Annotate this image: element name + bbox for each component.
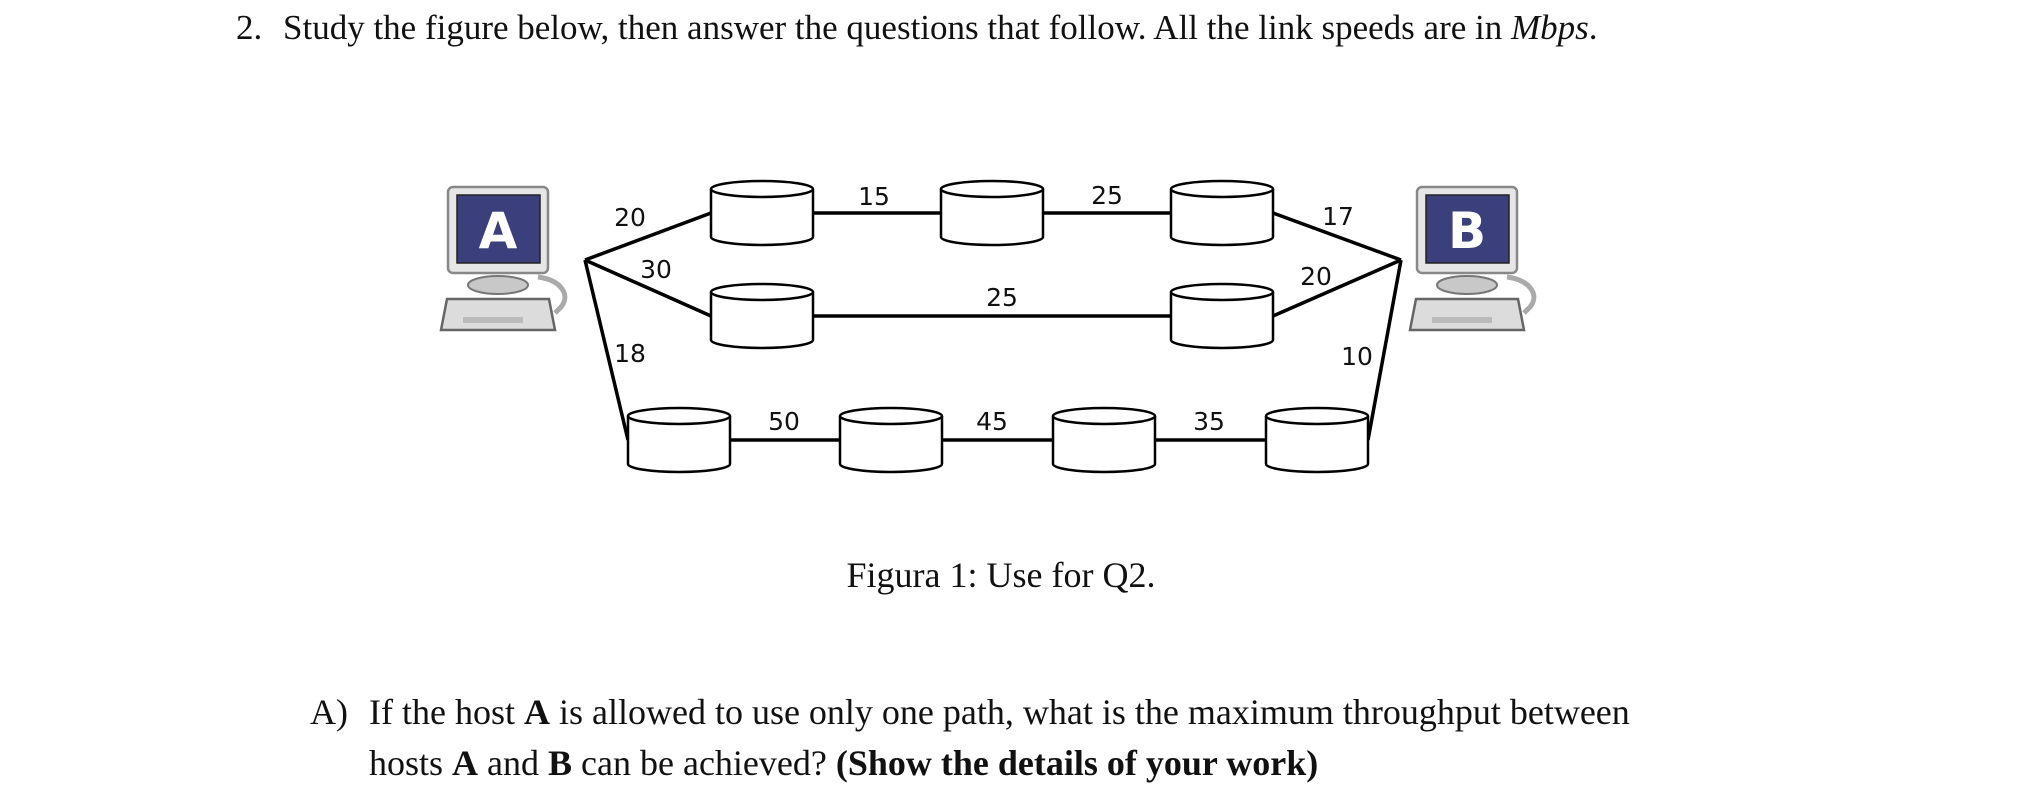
label-a-top: 20	[614, 203, 646, 232]
text: If the host	[369, 692, 524, 732]
text: can be achieved?	[572, 743, 836, 783]
part-a-label: A)	[310, 692, 348, 732]
router-icon	[1051, 406, 1157, 474]
part-a-line-2: hosts A and B can be achieved? (Show the…	[369, 742, 1318, 784]
label-bot-1-2: 50	[768, 407, 800, 436]
label-bot-b: 10	[1341, 342, 1373, 371]
router-icon	[838, 406, 944, 474]
link-mid-b	[1272, 258, 1402, 318]
label-top-1-2: 15	[858, 182, 890, 211]
unit: Mbps	[1511, 8, 1589, 47]
router-icon	[709, 282, 815, 350]
label-top-b: 17	[1322, 202, 1354, 231]
router-icon	[1169, 179, 1275, 247]
router-icon	[626, 406, 732, 474]
link-top-b	[1272, 211, 1402, 262]
host-ref: A	[452, 743, 479, 783]
instruction-emphasis: (Show the details of your work)	[835, 743, 1319, 783]
part-a-line-1: If the host A is allowed to use only one…	[369, 691, 1630, 733]
host-a: A	[439, 185, 568, 332]
host-a-label: A	[479, 202, 518, 260]
question-number: 2.	[236, 8, 263, 47]
question-text-main: Study the figure below, then answer the …	[283, 8, 1511, 47]
links	[583, 211, 1403, 442]
text: hosts	[369, 743, 453, 783]
link-a-top	[584, 211, 712, 262]
label-top-2-3: 25	[1091, 181, 1123, 210]
host-b: B	[1408, 185, 1537, 332]
router-icon	[939, 179, 1045, 247]
computer-icon: B	[1408, 185, 1537, 332]
figure-caption: Figura 1: Use for Q2.	[846, 555, 1156, 595]
host-ref: A	[523, 692, 550, 732]
text: and	[478, 743, 549, 783]
link-bot-b	[1366, 259, 1403, 441]
computer-icon: A	[439, 185, 568, 332]
router-icon	[1264, 406, 1370, 474]
label-a-mid: 30	[640, 255, 672, 284]
label-bot-2-3: 45	[976, 407, 1008, 436]
label-a-bot: 18	[614, 339, 646, 368]
label-mid-1-2: 25	[986, 283, 1018, 312]
host-ref: B	[548, 743, 573, 783]
label-bot-3-4: 35	[1193, 407, 1225, 436]
question-text-end: .	[1588, 8, 1598, 47]
link-a-bot	[583, 259, 630, 441]
link-a-mid	[584, 258, 712, 318]
text: is allowed to use only one path, what is…	[549, 692, 1630, 732]
router-icon	[1169, 282, 1275, 350]
host-b-label: B	[1448, 202, 1486, 260]
question-text: Study the figure below, then answer the …	[283, 8, 1598, 48]
router-icon	[709, 179, 815, 247]
link-labels: 20 15 25 17 30 25 20 18 50 45 35 10	[614, 181, 1373, 436]
label-mid-b: 20	[1300, 262, 1332, 291]
